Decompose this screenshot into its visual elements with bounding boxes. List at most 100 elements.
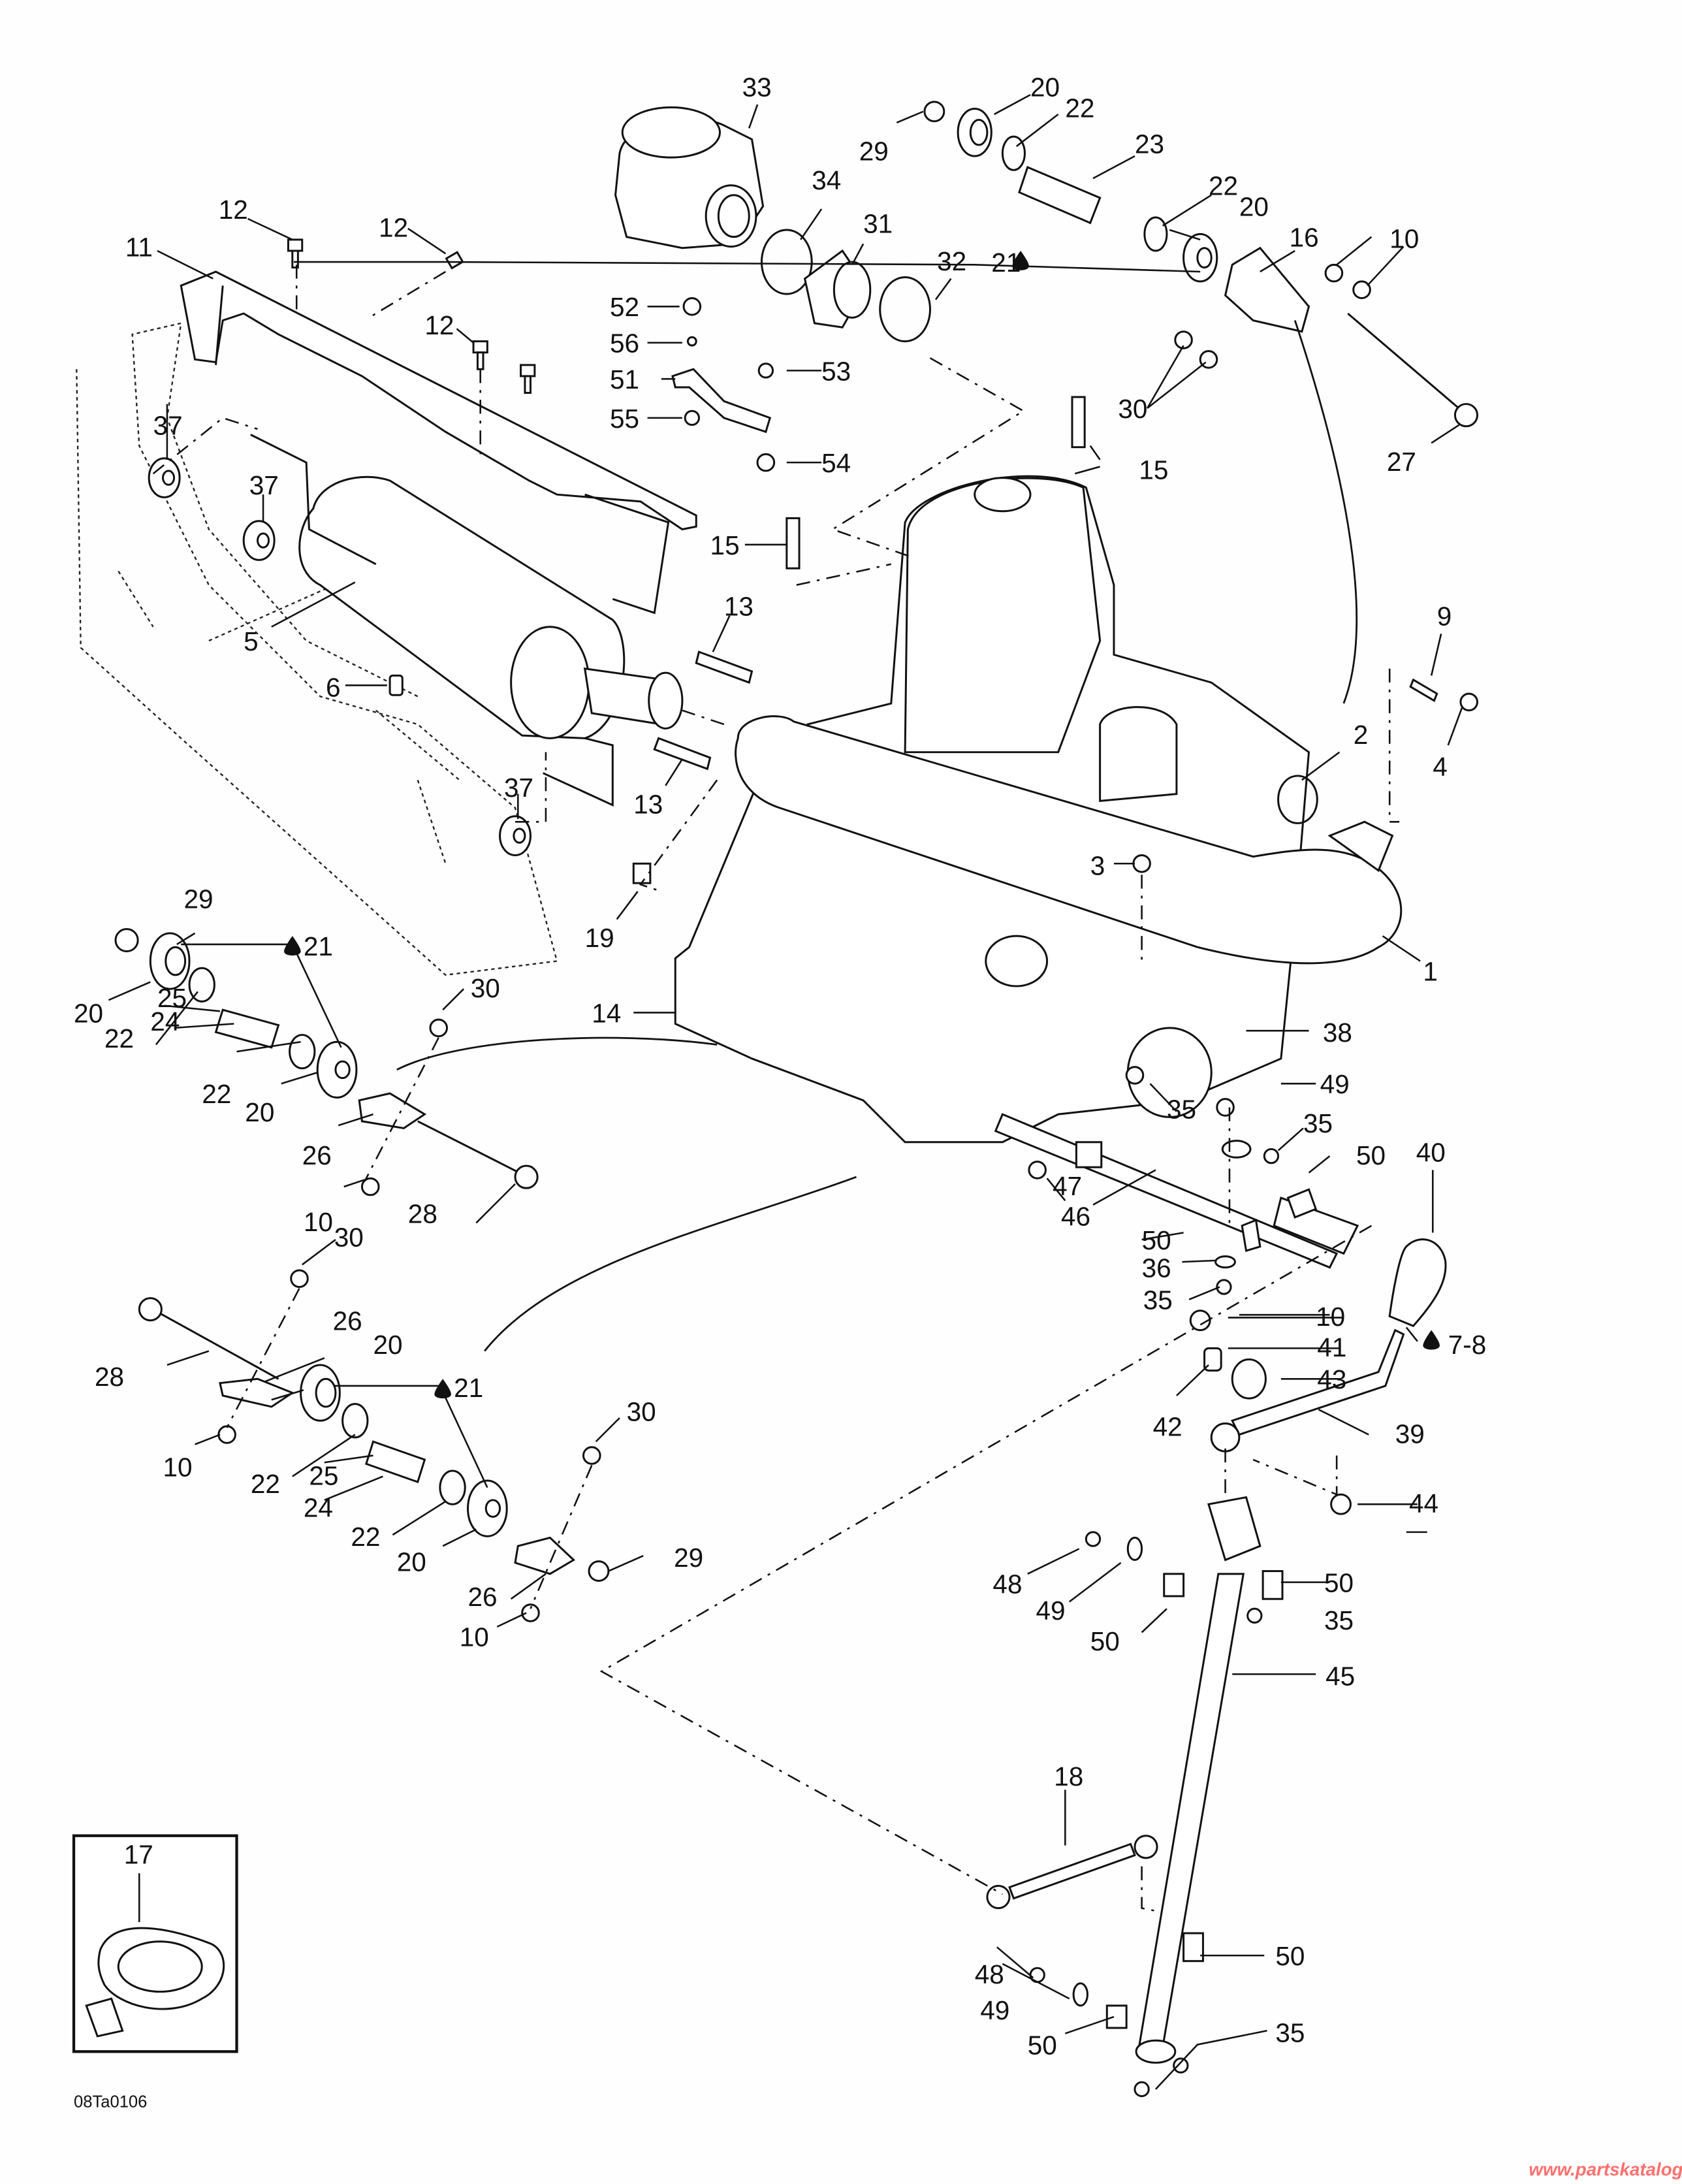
callout-50: 50: [1356, 1140, 1386, 1170]
callout-12: 12: [424, 310, 454, 340]
callout-10: 10: [1316, 1302, 1345, 1332]
bolt: [1174, 330, 1193, 349]
callout-33: 33: [742, 72, 772, 102]
callout-24: 24: [304, 1492, 333, 1522]
callout-16: 16: [1290, 223, 1319, 253]
callout-37: 37: [153, 410, 183, 440]
assembly-lines: [152, 265, 1400, 1912]
callout-20: 20: [397, 1547, 426, 1577]
bushing: [1182, 1932, 1204, 1963]
nut: [1173, 2057, 1189, 2074]
nut: [923, 101, 945, 123]
muffler: [250, 434, 684, 807]
bolt: [1132, 854, 1151, 873]
bolt: [472, 340, 488, 370]
callout-41: 41: [1317, 1332, 1346, 1362]
callout-54: 54: [821, 448, 851, 478]
callout-50: 50: [1142, 1225, 1171, 1255]
spring: [1231, 1358, 1267, 1400]
nut: [588, 1560, 610, 1582]
rubber-damper: [957, 107, 992, 157]
bolt: [445, 251, 464, 270]
nut: [1459, 692, 1479, 712]
callout-35: 35: [1275, 2017, 1305, 2048]
rubber-damper: [149, 932, 191, 990]
callout-49: 49: [1320, 1069, 1350, 1099]
watermark-link[interactable]: www.partskatalog.ru: [1529, 2159, 1682, 2179]
nut: [1324, 263, 1344, 283]
callout-10: 10: [1389, 224, 1419, 254]
callout-12: 12: [219, 195, 248, 225]
heat-shield: [180, 270, 697, 615]
bolt: [582, 1446, 601, 1465]
callout-21: 21: [454, 1373, 483, 1403]
callout-11: 11: [125, 233, 153, 263]
callout-29: 29: [674, 1543, 703, 1573]
shift-knob: [1388, 1238, 1447, 1328]
long-bolt: [138, 1297, 279, 1380]
intake-boot: [803, 249, 872, 329]
callout-37: 37: [249, 470, 279, 500]
callout-37: 37: [504, 773, 533, 803]
callout-35: 35: [1303, 1108, 1333, 1138]
callout-22: 22: [1209, 171, 1238, 201]
callout-20: 20: [74, 998, 103, 1028]
callout-21: 21: [304, 931, 333, 961]
long-bolt: [1347, 312, 1479, 428]
clip-plate: [1126, 1536, 1143, 1561]
callout-28: 28: [95, 1362, 124, 1392]
clip-plate: [1072, 1982, 1088, 2007]
callout-30: 30: [334, 1223, 364, 1253]
bolt: [287, 238, 304, 269]
callout-52: 52: [610, 292, 639, 322]
bolt: [1085, 1531, 1102, 1547]
bushing: [1262, 1570, 1284, 1600]
callout-32: 32: [937, 246, 966, 276]
callout-18: 18: [1054, 1761, 1083, 1791]
callout-14: 14: [592, 998, 621, 1028]
callout-49: 49: [980, 1995, 1009, 2025]
callout-9: 9: [1437, 602, 1452, 632]
callout-27: 27: [1387, 447, 1416, 477]
callout-20: 20: [245, 1097, 274, 1127]
callout-53: 53: [821, 356, 851, 386]
rubber-mount: [148, 457, 181, 498]
callout-56: 56: [610, 329, 639, 359]
callout-30: 30: [1118, 394, 1147, 424]
bolt: [520, 364, 536, 394]
nut: [1189, 1309, 1211, 1332]
carburetor: [614, 106, 765, 249]
shaft: [1018, 166, 1102, 225]
spring: [653, 737, 712, 771]
washer: [1214, 1255, 1236, 1269]
nut: [1125, 1066, 1145, 1085]
bushing: [1163, 1573, 1185, 1598]
o-ring: [188, 967, 215, 1003]
callout-30: 30: [471, 973, 500, 1003]
callout-34: 34: [812, 165, 841, 195]
callout-7-8: 7-8: [1448, 1330, 1487, 1360]
bushing: [1286, 1188, 1318, 1219]
o-ring: [341, 1403, 369, 1439]
callout-45: 45: [1325, 1661, 1355, 1691]
callout-28: 28: [408, 1198, 437, 1228]
callout-13: 13: [633, 790, 663, 820]
callout-20: 20: [1239, 192, 1269, 222]
lubricant-drop-icon: [1012, 251, 1029, 270]
screw: [757, 362, 774, 379]
callout-4: 4: [1433, 752, 1448, 782]
callout-38: 38: [1323, 1018, 1352, 1048]
spark-plug: [785, 517, 801, 570]
callout-31: 31: [863, 208, 893, 238]
nut: [1246, 1607, 1263, 1624]
bolt: [290, 1269, 309, 1289]
nut: [1352, 280, 1371, 299]
nut: [682, 297, 702, 316]
callout-46: 46: [1061, 1202, 1090, 1232]
nut: [756, 453, 776, 472]
spring: [695, 650, 754, 684]
bracket: [671, 368, 772, 434]
bolt: [1330, 1493, 1352, 1515]
rubber-mount: [242, 520, 276, 561]
